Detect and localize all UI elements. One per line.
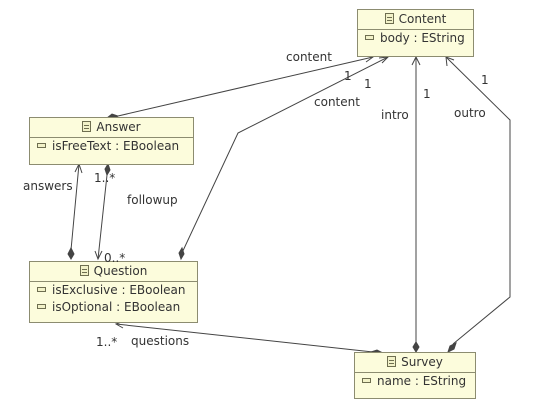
arrowhead-survey-intro <box>411 55 421 66</box>
attribute-icon <box>362 378 371 383</box>
class-question-name: Question <box>93 264 148 278</box>
class-question-attr: isExclusive : EBoolean <box>30 282 197 299</box>
attribute-icon <box>37 304 46 309</box>
intro-role: intro <box>381 108 409 122</box>
followup-multiplicity: 0..* <box>104 251 126 265</box>
edge-survey-questions <box>115 323 374 353</box>
attribute-icon <box>37 143 46 148</box>
class-content-name: Content <box>398 12 447 26</box>
arrowhead-survey-outro <box>445 56 455 67</box>
class-question-header: Question <box>30 262 197 282</box>
answer-content-role: content <box>286 50 332 64</box>
edge-answer-content <box>117 56 374 117</box>
class-answer-attr: isFreeText : EBoolean <box>30 138 193 155</box>
class-question-attr: isOptional : EBoolean <box>30 299 197 316</box>
answer-content-multiplicity: 1 <box>344 69 352 83</box>
outro-multiplicity: 1 <box>481 73 489 87</box>
attribute-icon <box>37 287 46 292</box>
eclass-icon <box>384 13 394 24</box>
class-answer-header: Answer <box>30 118 193 138</box>
edge-answer-followup <box>97 174 108 260</box>
questions-multiplicity: 1..* <box>96 335 118 349</box>
arrowhead-answer-followup <box>94 250 103 261</box>
eclass-icon <box>387 356 397 367</box>
diamond-question-content <box>178 246 185 261</box>
class-survey[interactable]: Survey name : EString <box>354 352 476 399</box>
class-answer-name: Answer <box>96 120 141 134</box>
question-content-role: content <box>314 95 360 109</box>
eclass-icon <box>82 121 92 132</box>
edge-question-content <box>180 56 389 256</box>
diamond-survey-intro <box>412 341 420 353</box>
class-survey-header: Survey <box>355 353 475 373</box>
edge-survey-outro <box>445 56 511 345</box>
arrowhead-question-content <box>378 56 390 64</box>
diamond-answer-followup <box>104 162 111 177</box>
class-content[interactable]: Content body : EString <box>357 9 474 57</box>
edge-question-answers <box>70 163 80 251</box>
class-survey-attr: name : EString <box>355 373 475 390</box>
attribute-icon <box>365 35 374 40</box>
class-survey-name: Survey <box>401 355 443 369</box>
followup-role: followup <box>127 193 178 207</box>
diamond-question-answers <box>67 246 75 260</box>
class-content-header: Content <box>358 10 473 30</box>
answers-multiplicity: 1..* <box>94 171 116 185</box>
class-question[interactable]: Question isExclusive : EBoolean isOption… <box>29 261 198 323</box>
class-content-attr: body : EString <box>358 30 473 47</box>
outro-role: outro <box>454 106 486 120</box>
intro-multiplicity: 1 <box>423 87 431 101</box>
questions-role: questions <box>131 334 190 348</box>
answers-role: answers <box>23 179 73 193</box>
eclass-icon <box>79 265 89 276</box>
diamond-survey-outro <box>447 342 457 353</box>
question-content-multiplicity: 1 <box>364 77 372 91</box>
class-answer[interactable]: Answer isFreeText : EBoolean <box>29 117 194 165</box>
